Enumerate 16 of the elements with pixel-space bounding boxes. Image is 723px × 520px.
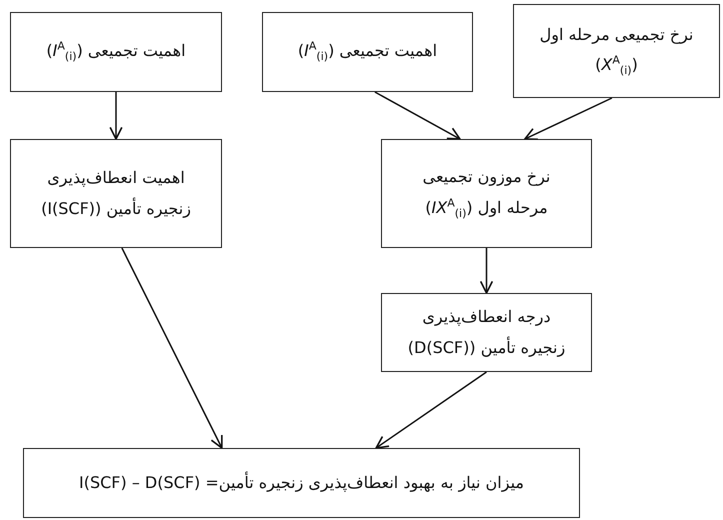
process-box xyxy=(381,293,592,372)
process-box xyxy=(262,12,473,92)
arrow xyxy=(375,371,487,449)
arrow xyxy=(109,92,123,140)
process-box xyxy=(23,448,580,518)
box-label: اهمیت انعطاف‌پذیری زنجیره تأمین (I(SCF)) xyxy=(40,167,192,220)
box-label: درجه انعطاف‌پذیری زنجیره تأمین (D(SCF)) xyxy=(406,306,566,359)
process-box xyxy=(513,4,720,98)
process-box xyxy=(10,12,222,92)
arrow xyxy=(374,91,461,140)
arrow xyxy=(524,97,612,140)
arrow xyxy=(121,248,223,449)
arrow xyxy=(480,248,494,294)
process-box xyxy=(381,139,592,248)
box-label: میزان نیاز به بهبود انعطاف‌پذیری زنجیره تأمین= I(SCF) – D(SCF) xyxy=(79,470,524,494)
process-box xyxy=(10,139,222,248)
